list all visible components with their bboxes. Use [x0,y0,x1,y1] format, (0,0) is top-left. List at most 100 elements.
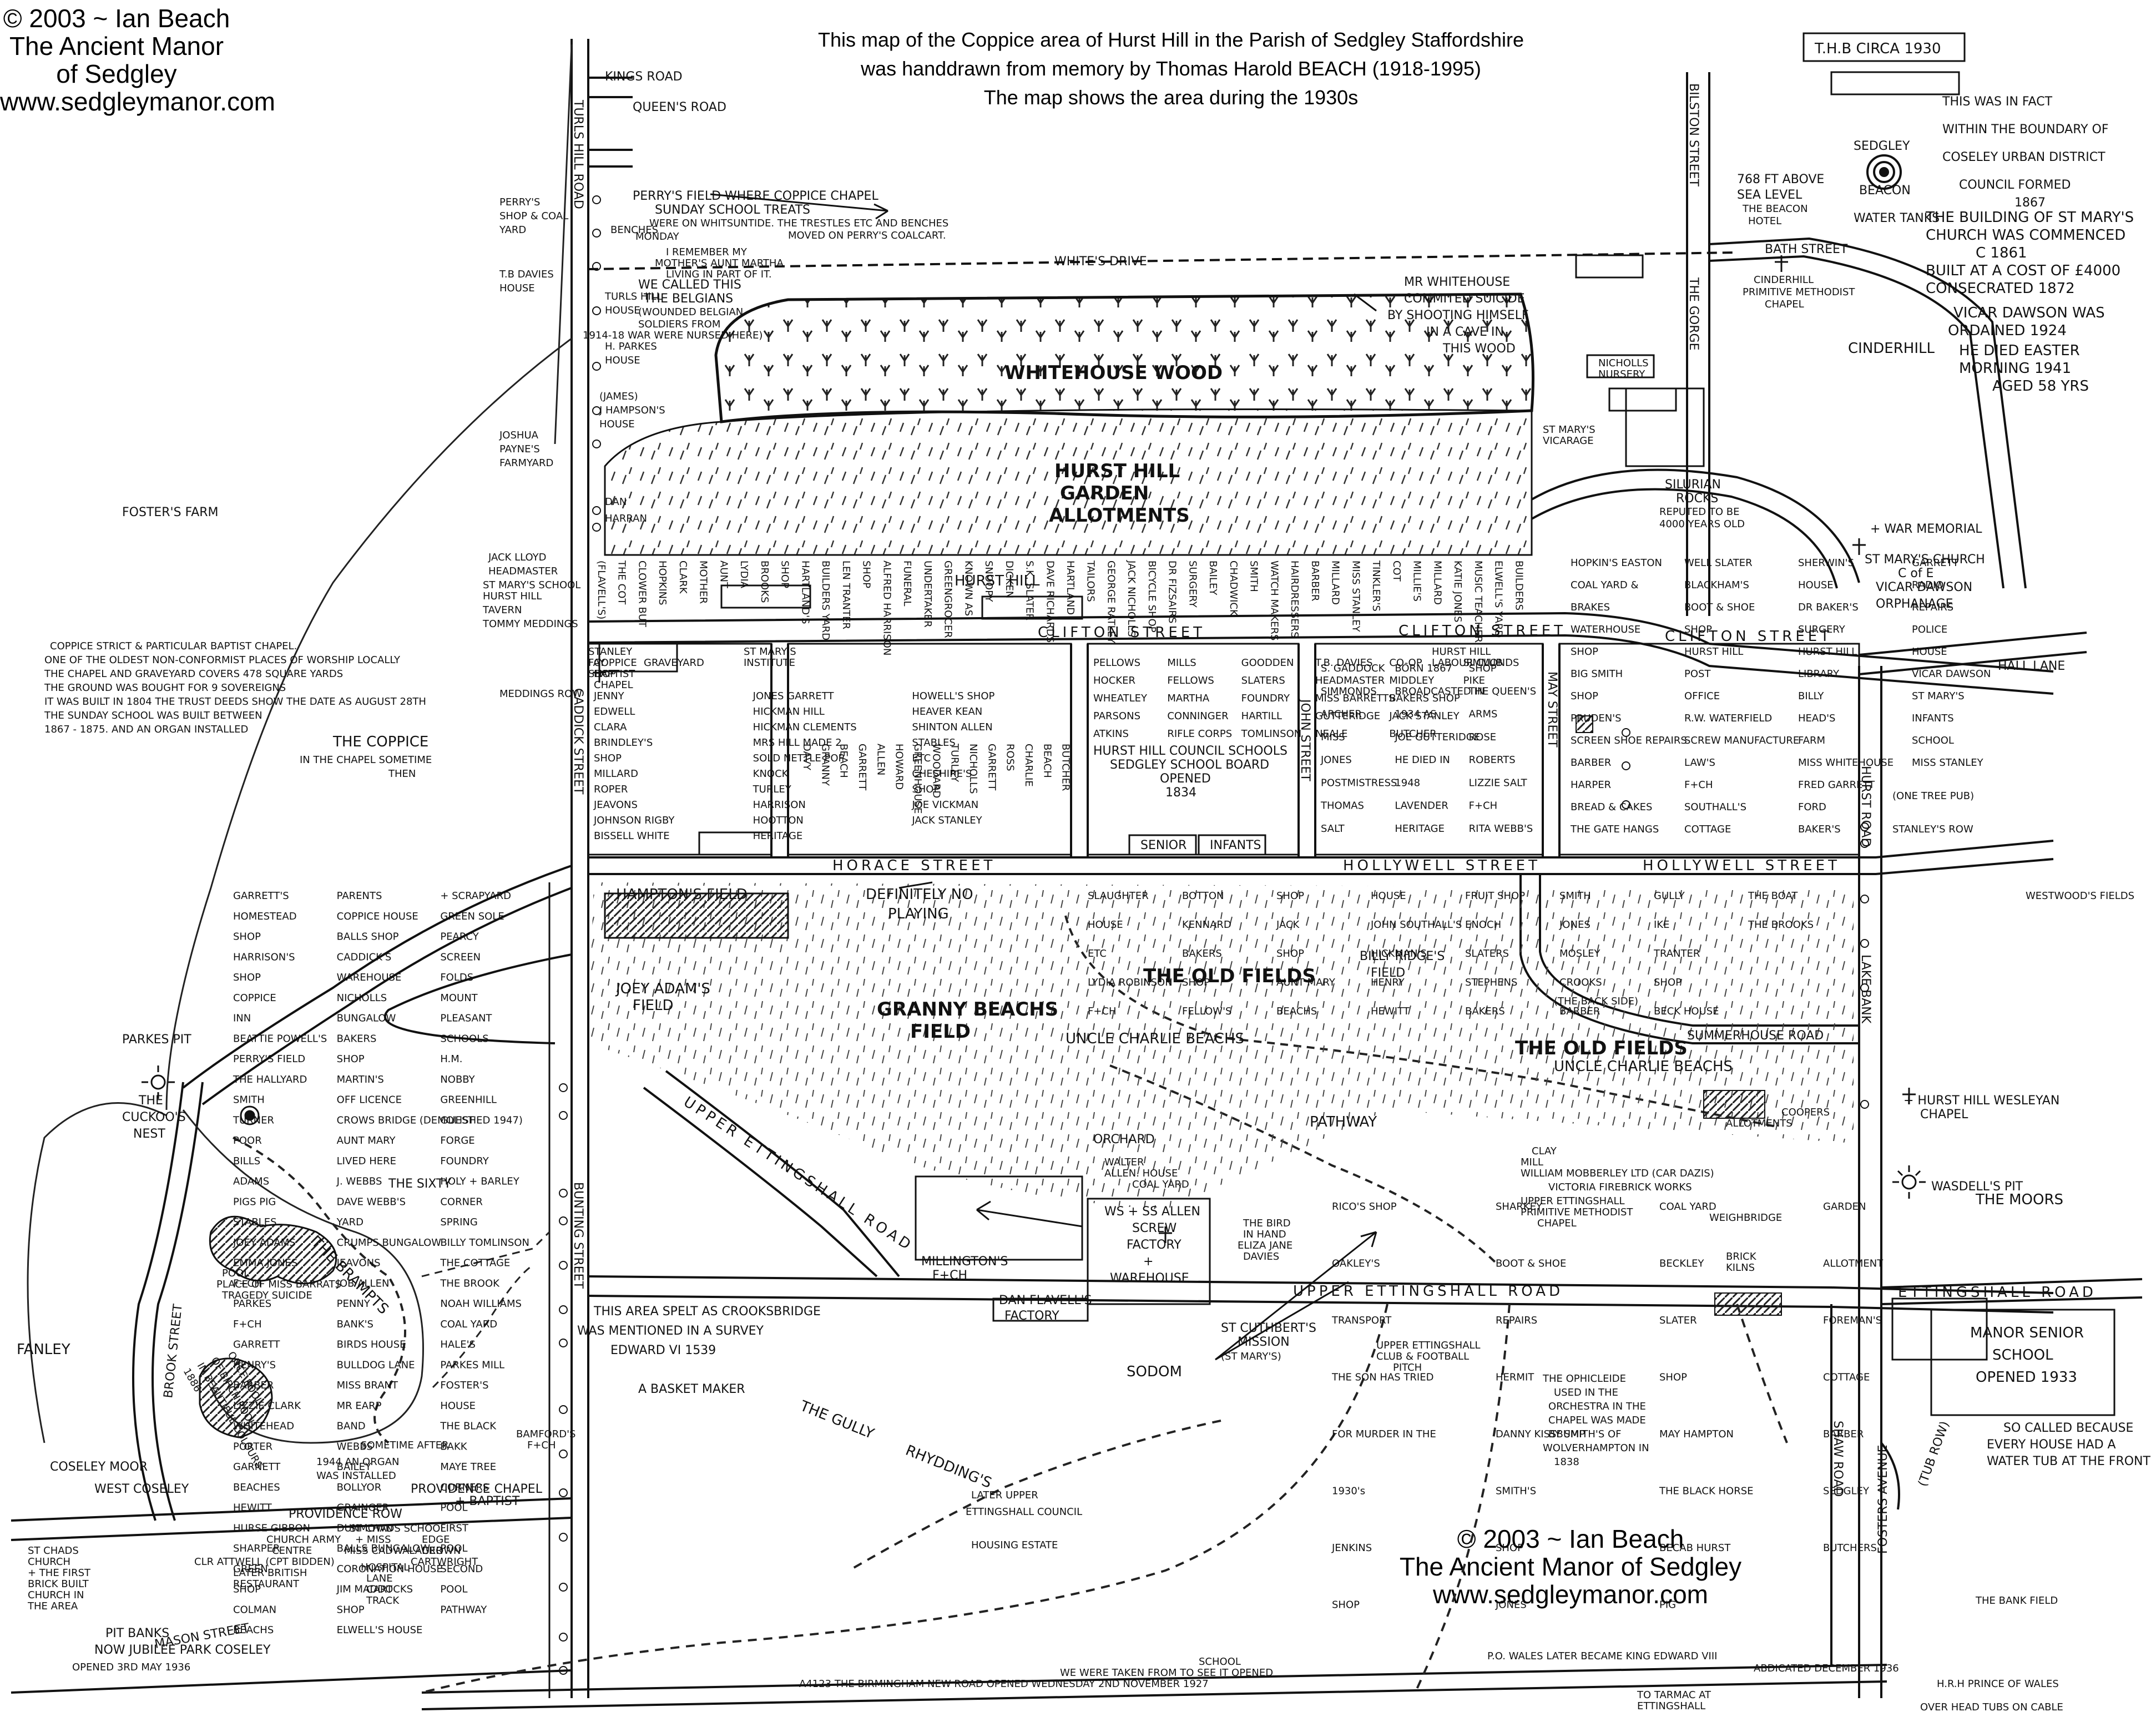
shop-label: CLARK [677,560,689,594]
area-label: WESTWOOD'S FIELDS [2026,890,2134,902]
area-label: UNCLE CHARLIE BEACHS [1554,1058,1733,1075]
area-label: SEA LEVEL [1737,188,1802,202]
note-line: IT WAS BUILT IN 1804 THE TRUST DEEDS SHO… [44,696,426,708]
shop-label: RICO'S SHOP [1332,1201,1397,1213]
shop-label: BLACKHAM'S [1684,579,1749,591]
shop-label: COAL YARD & [1571,579,1639,591]
shop-label: F+CH [233,1277,262,1289]
place-label: CHAPEL [1765,299,1804,310]
shop-label: GARRETT [233,1339,280,1351]
shop-label: HURST HILL [1684,646,1743,658]
shop-label: NICHOLLS [967,744,979,794]
note-line: I REMEMBER MY [666,246,748,258]
shop-label: COTTAGE [1823,1372,1870,1383]
note-line: THE SUNDAY SCHOOL WAS BUILT BETWEEN [44,710,262,721]
note-line: C 1861 [1976,245,2027,261]
area-label: WEST COSELEY [94,1482,189,1496]
shop-label: COT [1391,560,1402,582]
area-label: BILLY RIDGE'S [1360,950,1445,963]
shop-label: JONES [1495,1599,1527,1611]
shop-label: ROSE [1469,731,1496,743]
note-line: AGED 58 YRS [1992,378,2089,395]
shop-label: ATKINS [1093,728,1129,740]
area-label: THE BEACON [1742,203,1808,215]
area-label: BEACON [1859,184,1911,198]
shop-label: SHOP [1276,948,1304,960]
shop-label: COTTAGE [1684,824,1731,835]
note-line: THE OPHICLEIDE [1542,1373,1626,1385]
copyright-bottom: © 2003 ~ Ian Beach The Ancient Manor of … [1343,1525,1798,1608]
note-line: COMMITED SUICIDE [1404,292,1525,306]
shop-label: FOLDS [440,972,473,983]
shop-label: BIRDS HOUSE [337,1339,406,1351]
shop-label: SHINTON ALLEN [912,721,992,733]
shop-label: FELLOW'S [1182,1006,1231,1017]
area-label: HURST HILL [1054,460,1180,482]
shop-label: HARRAN [605,513,647,524]
note-line: THEN [388,768,416,780]
shop-label: BEATTIE POWELL'S [233,1033,327,1044]
shop-label: STANLEY [588,646,633,658]
shop-label: BAKERS SHOP [1389,693,1460,704]
area-label: GARDEN [1060,482,1149,504]
shop-label: HURST HILL [1798,646,1857,658]
place-label: F+CH [932,1269,967,1282]
area-label: FIELD [1371,966,1405,980]
shop-label: SHOP [594,753,622,764]
note-line: CHAPEL WAS MADE [1548,1415,1646,1426]
area-label: FIELD [633,997,674,1014]
shop-label: SMITH [233,1094,265,1106]
area-label: THE MOORS [1975,1191,2063,1208]
area-label: HOUSING ESTATE [971,1539,1058,1551]
place-label: NICHOLLS [1598,357,1649,369]
shop-label: PELLOWS [1093,657,1140,669]
shop-label: ARMS [1469,709,1498,720]
shop-label: BRINDLEY'S [594,737,653,749]
copyright-line: The Ancient Manor of Sedgley [1399,1552,1742,1581]
shop-label: TAILORS [1085,560,1097,602]
area-label: PARKES PIT [122,1033,191,1047]
shop-label: GUTTERIDGE [1315,710,1380,722]
shop-label: BORN 1867 [1395,663,1452,674]
area-label: DEFINITELY NO [866,886,973,903]
note-line: OVER HEAD TUBS ON CABLE [1920,1701,2063,1713]
shop-label: MARTHA [1167,693,1210,704]
note-line: 1867 [2014,196,2046,210]
shop-label: FELLOWS [1167,675,1214,686]
shop-label: SHOP [1332,1599,1360,1611]
shop-label: MISS [1321,731,1345,743]
shop-label: BAKK [440,1441,467,1452]
road-label: (THE BACK SIDE) [1554,996,1638,1007]
signature-box [1802,32,1966,62]
road-label: STANLEY'S ROW [1892,824,1973,835]
shop-label: BECAB HURST [1659,1542,1731,1554]
place-label: NURSERY [1598,368,1645,380]
place-label: 4000 YEARS OLD [1659,518,1745,530]
place-label: INSTITUTE [744,657,795,669]
note-line: MORNING 1941 [1959,360,2071,377]
shop-label: SMITH [1248,560,1260,592]
shop-label: JOHN SOUTHALL'S [1370,919,1462,931]
place-label: SEDGLEY SCHOOL BOARD [1110,758,1269,772]
note-line: EVERY HOUSE HAD A [1987,1438,2116,1452]
note-line: POOL [222,1267,249,1279]
map-title: This map of the Coppice area of Hurst Hi… [683,26,1659,112]
shop-label: BOOT & SHOE [1496,1258,1566,1270]
shop-label: HEWITT [233,1502,272,1514]
note-line: TO TARMAC AT [1637,1689,1711,1701]
shop-label: COAL YARD [440,1319,497,1330]
area-label: HAMPTON'S FIELD [616,886,748,903]
place-label: BAMFORD'S [516,1428,575,1440]
shop-label: PARENTS [337,890,382,902]
note-line: VICAR DAWSON WAS [1953,305,2105,321]
shop-label: PRUDEN'S [1571,713,1622,724]
place-label: OPENED 1933 [1976,1369,2077,1386]
first-pool [209,1215,337,1285]
place-label: LATER BRITISH [233,1567,307,1579]
shop-label: CORNER [440,1196,483,1208]
place-label: LANE [366,1573,393,1584]
place-label: WS + SS ALLEN [1104,1205,1200,1219]
shop-label: CROWS BRIDGE (DEMOLISHED 1947) [337,1114,523,1126]
shop-label: FOSTER'S [440,1380,488,1391]
shop-label: MOTHER [698,560,709,604]
